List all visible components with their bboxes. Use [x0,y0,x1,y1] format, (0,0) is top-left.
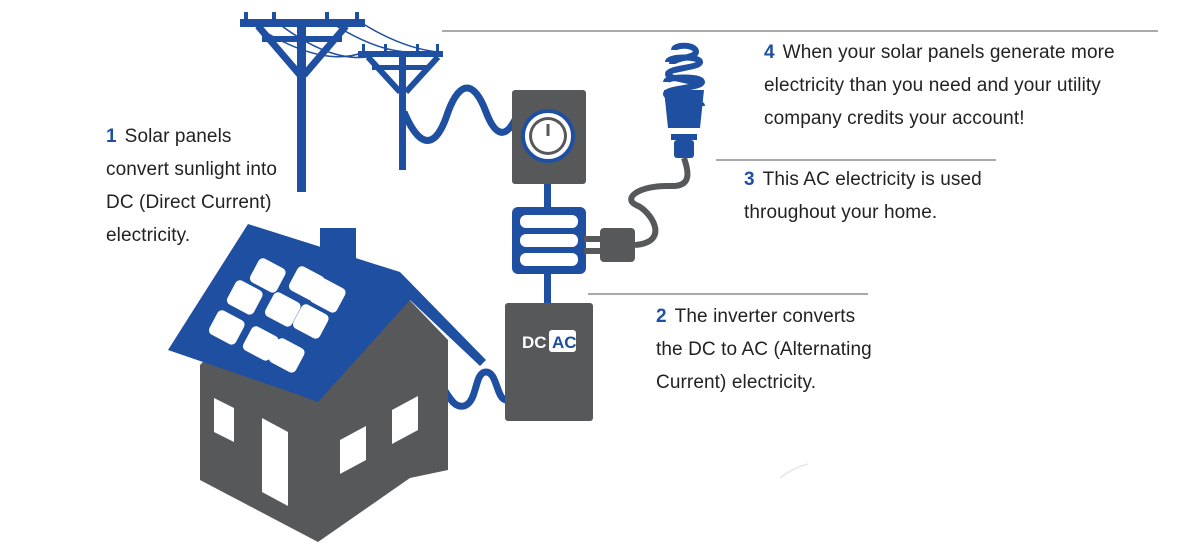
step-2: 2 The inverter converts the DC to AC (Alt… [656,300,956,399]
step-2-number: 2 [656,306,667,327]
step-3: 3 This AC electricity is used throughout … [744,163,1044,229]
inverter-ac-label: AC [552,333,577,352]
breaker-box-icon [512,207,586,274]
step-4-line-1: When your solar panels generate more [782,42,1115,63]
step-4-line-3: company credits your account! [764,108,1025,129]
step-2-line-2: the DC to AC (Alternating [656,339,872,360]
step-4-line-2: electricity than you need and your utili… [764,75,1101,96]
utility-pole-icon [240,12,443,192]
meter-icon [512,90,586,184]
step-1: 1 Solar panels convert sunlight into DC (… [106,120,326,252]
plug-icon [584,157,691,262]
step-1-number: 1 [106,126,117,147]
step-3-number: 3 [744,169,755,190]
inverter-icon: DC AC [505,303,593,421]
utility-wire [400,84,520,144]
step-3-line-1: This AC electricity is used [762,169,982,190]
step-2-line-3: Current) electricity. [656,372,817,393]
inverter-dc-label: DC [522,333,547,352]
step-2-line-1: The inverter converts [674,306,856,327]
step-1-line-4: electricity. [106,225,191,246]
solar-panel-icon [208,258,346,373]
step-1-line-2: convert sunlight into [106,159,278,180]
step-4: 4 When your solar panels generate more el… [764,36,1184,135]
step-4-number: 4 [764,42,775,63]
step-3-line-2: throughout your home. [744,202,938,223]
house-icon [168,224,486,542]
lightbulb-icon [662,42,706,158]
step-1-line-3: DC (Direct Current) [106,192,272,213]
step-1-line-1: Solar panels [124,126,232,147]
